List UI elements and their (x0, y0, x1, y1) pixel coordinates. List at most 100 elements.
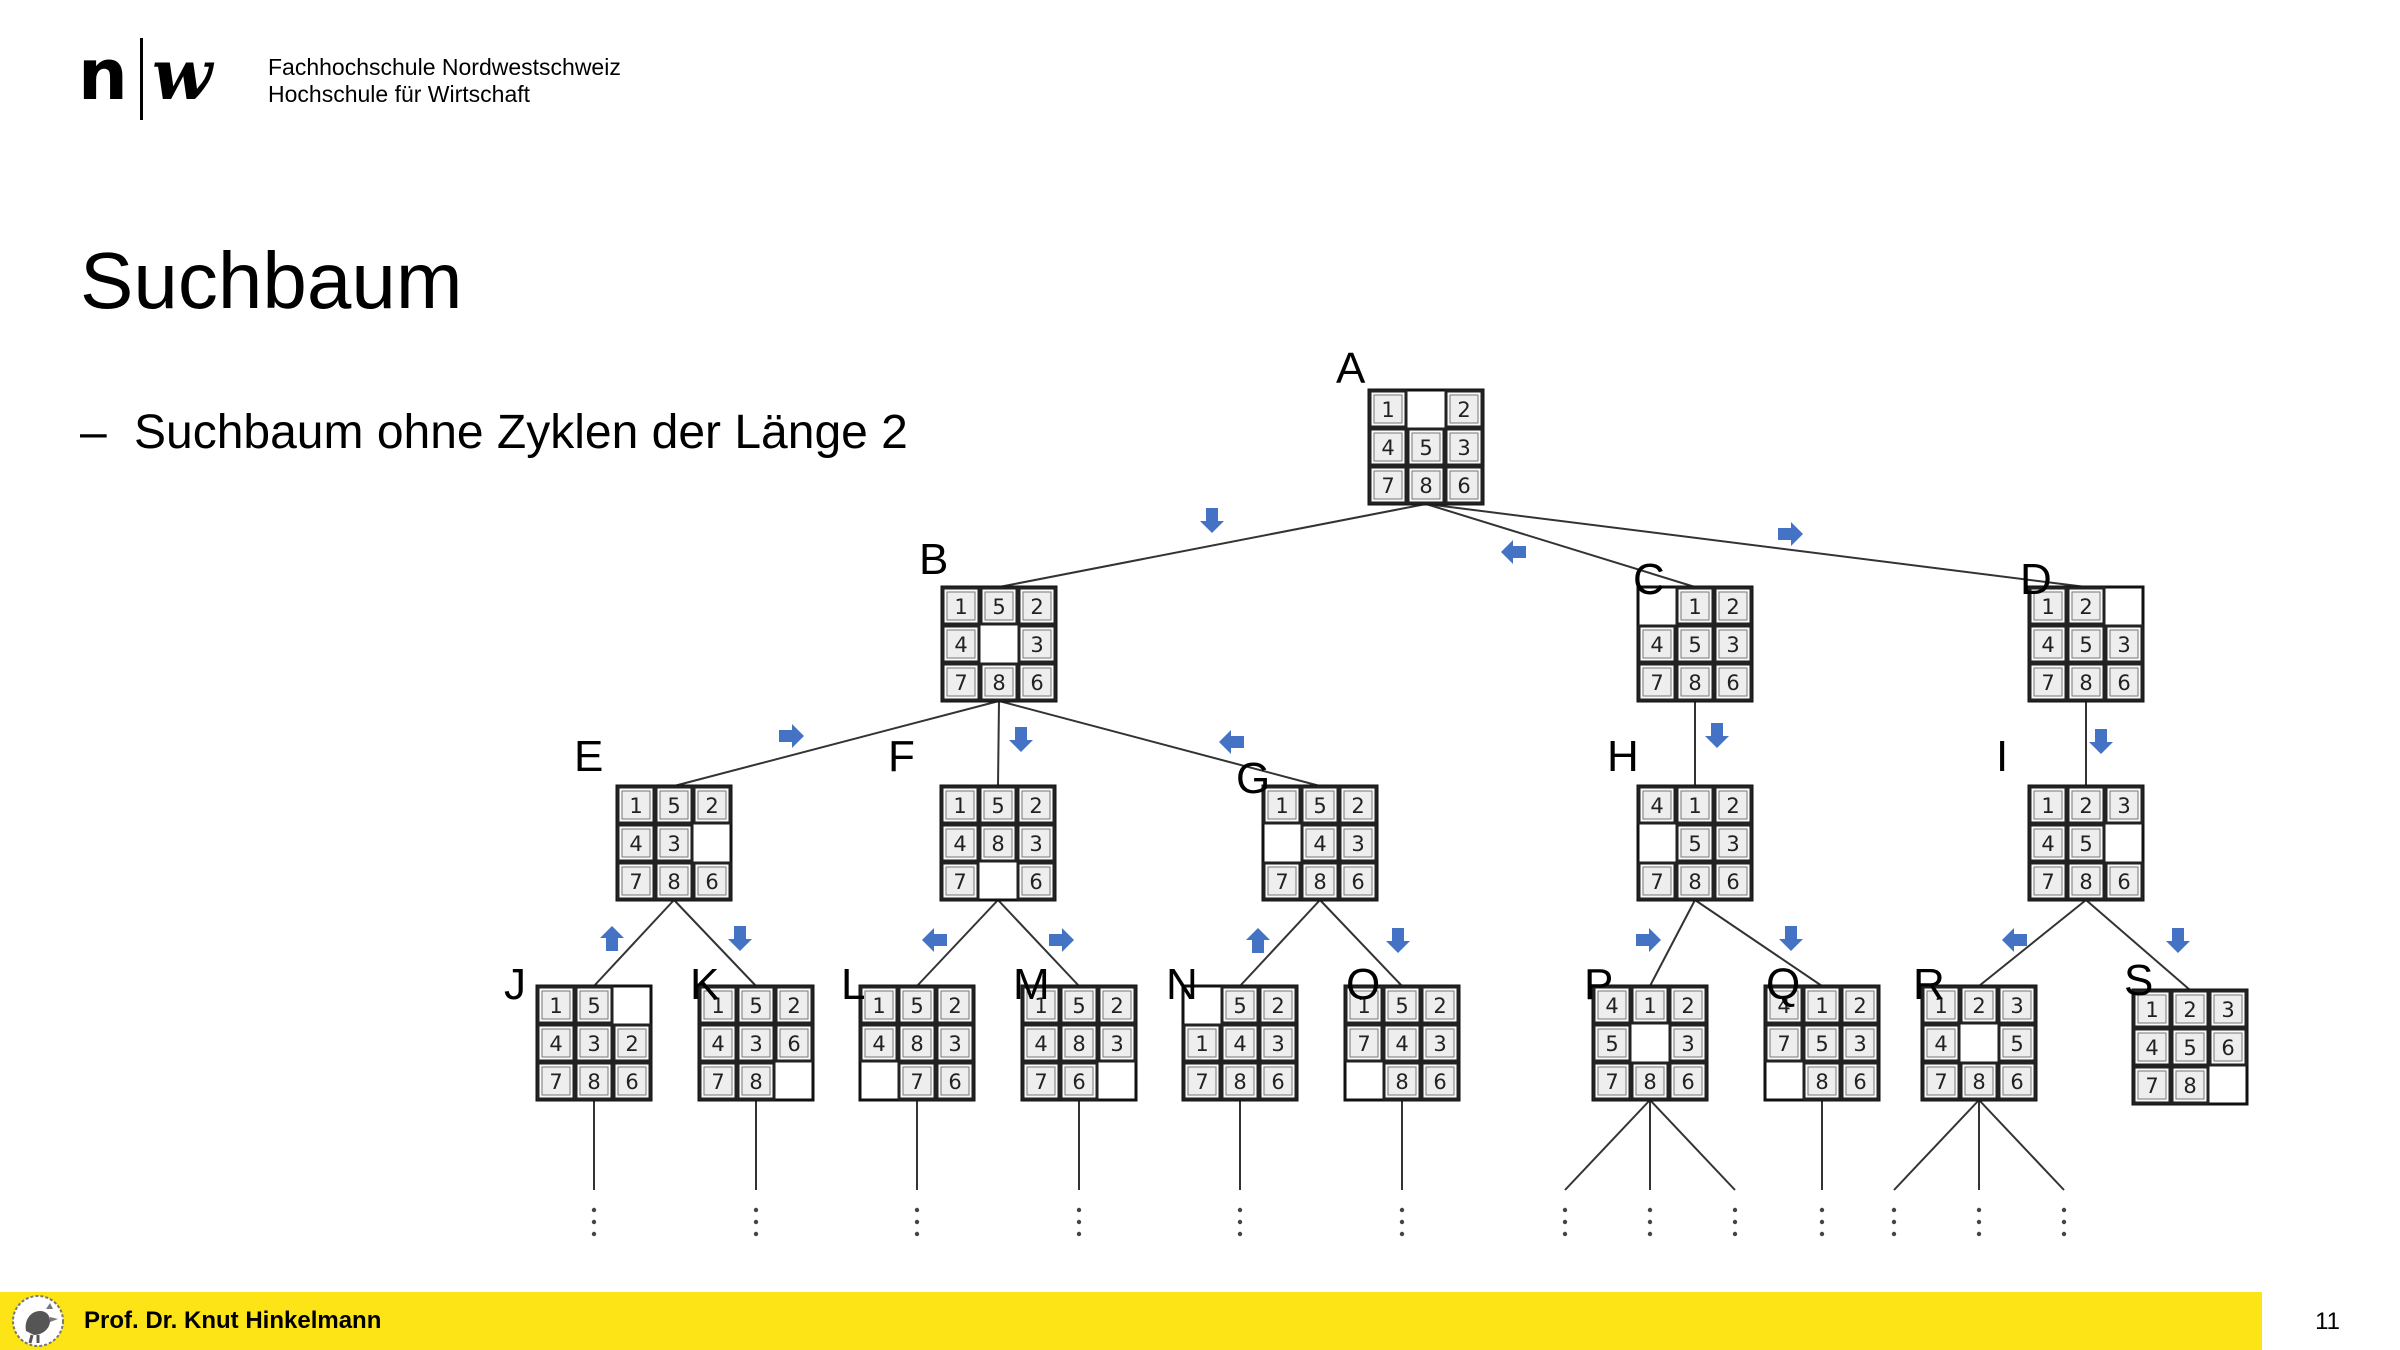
edge-B-G (998, 700, 1321, 787)
tile-face-E-1 (621, 790, 651, 820)
tile-face-F-2 (1021, 790, 1051, 820)
slide-title: Suchbaum (80, 236, 463, 325)
tile-number-J-6: 6 (625, 1070, 638, 1094)
continuation-dot-J-0-1 (591, 1219, 597, 1225)
tile-face-F-5 (983, 790, 1013, 820)
tile-face-P-6 (1673, 1066, 1703, 1096)
tile-number-K-1: 1 (711, 994, 724, 1018)
tile-face-K-3 (741, 1028, 771, 1058)
tile-number-O-1: 1 (1357, 994, 1370, 1018)
continuation-dot-O-0-1 (1399, 1219, 1405, 1225)
tile-face-S-5 (2175, 1032, 2205, 1062)
tile-face-R-5 (2002, 1028, 2032, 1058)
tile-face-P-5 (1597, 1028, 1627, 1058)
tile-face-N-8 (1225, 1066, 1255, 1096)
continuation-dot-K-0-2 (753, 1231, 759, 1237)
tile-number-A-2: 2 (1457, 398, 1470, 422)
tile-number-B-8: 8 (992, 671, 1005, 695)
tile-number-M-4: 4 (1034, 1032, 1047, 1056)
continuation-dot-R-0-1 (1891, 1219, 1897, 1225)
tile-face-E-8 (659, 866, 689, 896)
tile-number-D-4: 4 (2041, 633, 2054, 657)
tile-number-E-2: 2 (705, 794, 718, 818)
tile-face-J-8 (579, 1066, 609, 1096)
tile-face-C-6 (1718, 667, 1748, 697)
tile-number-F-4: 4 (953, 832, 966, 856)
tile-face-A-6 (1449, 470, 1479, 500)
tile-face-P-7 (1597, 1066, 1627, 1096)
tile-number-I-6: 6 (2117, 870, 2130, 894)
tile-number-L-7: 7 (910, 1070, 923, 1094)
tile-face-N-1 (1187, 1028, 1217, 1058)
continuation-dot-R-0-2 (1891, 1231, 1897, 1237)
tile-number-M-1: 1 (1034, 994, 1047, 1018)
tile-face-R-6 (2002, 1066, 2032, 1096)
tile-number-L-1: 1 (872, 994, 885, 1018)
tile-face-D-3 (2109, 629, 2139, 659)
tile-number-C-3: 3 (1726, 633, 1739, 657)
tile-face-D-7 (2033, 667, 2063, 697)
tile-face-M-2 (1102, 990, 1132, 1020)
tile-face-P-1 (1635, 990, 1665, 1020)
tile-number-O-4: 4 (1395, 1032, 1408, 1056)
continuation-dot-J-0-2 (591, 1231, 597, 1237)
continuation-dot-N-0-0 (1237, 1207, 1243, 1213)
tile-number-G-8: 8 (1313, 870, 1326, 894)
node-label-N: N (1166, 960, 1198, 1009)
tile-number-J-5: 5 (587, 994, 600, 1018)
tile-number-L-4: 4 (872, 1032, 885, 1056)
continuation-line-P-0 (1564, 1099, 1651, 1191)
continuation-line-P-2 (1649, 1099, 1736, 1191)
tile-number-O-6: 6 (1433, 1070, 1446, 1094)
tile-face-J-6 (617, 1066, 647, 1096)
tile-number-I-7: 7 (2041, 870, 2054, 894)
tile-number-Q-6: 6 (1853, 1070, 1866, 1094)
edge-F-L (916, 899, 999, 987)
tile-number-J-2: 2 (625, 1032, 638, 1056)
tile-number-A-1: 1 (1381, 398, 1394, 422)
tile-number-B-6: 6 (1030, 671, 1043, 695)
tile-number-C-1: 1 (1688, 595, 1701, 619)
tile-number-R-4: 4 (1934, 1032, 1947, 1056)
tile-face-A-8 (1411, 470, 1441, 500)
tile-number-D-5: 5 (2079, 633, 2092, 657)
tile-number-C-2: 2 (1726, 595, 1739, 619)
tile-number-I-4: 4 (2041, 832, 2054, 856)
tile-number-E-7: 7 (629, 870, 642, 894)
tile-face-D-5 (2071, 629, 2101, 659)
tile-face-D-6 (2109, 667, 2139, 697)
tile-face-M-6 (1064, 1066, 1094, 1096)
tile-face-N-6 (1263, 1066, 1293, 1096)
tile-number-M-8: 8 (1072, 1032, 1085, 1056)
rooster-icon (12, 1295, 64, 1347)
tile-number-B-5: 5 (992, 595, 1005, 619)
tile-face-O-4 (1387, 1028, 1417, 1058)
edge-G-O (1319, 899, 1403, 987)
tile-number-O-8: 8 (1395, 1070, 1408, 1094)
tile-face-A-2 (1449, 394, 1479, 424)
tile-number-E-8: 8 (667, 870, 680, 894)
tile-number-K-7: 7 (711, 1070, 724, 1094)
edge-B-E (673, 700, 1000, 787)
tile-face-F-4 (945, 828, 975, 858)
move-arrow-B-E-right (779, 724, 804, 748)
tile-number-M-5: 5 (1072, 994, 1085, 1018)
tile-face-L-1 (864, 990, 894, 1020)
tile-face-F-8 (983, 828, 1013, 858)
tile-face-G-7 (1267, 866, 1297, 896)
tile-number-K-8: 8 (749, 1070, 762, 1094)
tile-number-Q-7: 7 (1777, 1032, 1790, 1056)
tile-face-S-1 (2137, 994, 2167, 1024)
tile-face-N-7 (1187, 1066, 1217, 1096)
tile-number-N-5: 5 (1233, 994, 1246, 1018)
tile-face-E-2 (697, 790, 727, 820)
tile-face-G-3 (1343, 828, 1373, 858)
tile-face-D-1 (2033, 591, 2063, 621)
tile-number-A-7: 7 (1381, 474, 1394, 498)
tile-face-S-4 (2137, 1032, 2167, 1062)
